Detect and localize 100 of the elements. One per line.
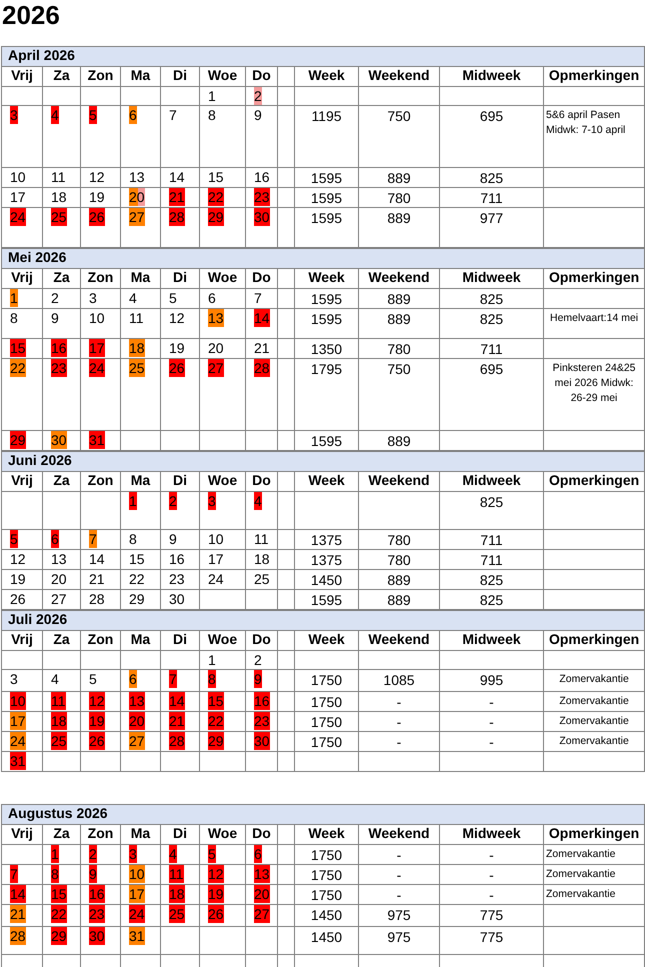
column-header: Do — [252, 270, 271, 285]
column-header: Weekend — [368, 68, 430, 83]
column-header: Opmerkingen — [548, 68, 640, 83]
weekend-price: 889 — [387, 571, 411, 588]
column-header: Opmerkingen — [548, 472, 640, 488]
day-number: 16 — [254, 692, 270, 710]
week-price: 1595 — [310, 209, 342, 227]
day-number: 6 — [51, 530, 59, 548]
day-number: 23 — [89, 906, 105, 923]
midweek-price: 825 — [480, 290, 504, 308]
midweek-price: - — [489, 693, 494, 710]
column-header: Vrij — [11, 472, 33, 488]
day-number: 17 — [208, 550, 224, 568]
month-heading: Juli 2026 — [8, 612, 68, 627]
day-number: 29 — [129, 590, 145, 608]
day-number: 14 — [89, 550, 105, 568]
day-number: 1 — [129, 492, 137, 510]
column-header: Vrij — [11, 270, 33, 285]
column-header: Weekend — [368, 632, 430, 647]
column-header: Za — [53, 472, 70, 488]
day-number: 23 — [254, 712, 270, 730]
column-header: Zon — [88, 826, 114, 841]
week-price: 1595 — [310, 591, 342, 608]
day-number: 28 — [169, 208, 185, 226]
remark-text: Zomervakantie — [558, 672, 630, 687]
day-number: 3 — [208, 492, 216, 510]
day-number: 5 — [89, 670, 97, 688]
day-number: 24 — [208, 570, 224, 588]
day-number: 17 — [10, 188, 26, 206]
day-number: 3 — [10, 670, 18, 688]
remark-text: Zomervakantie — [545, 887, 616, 902]
day-number: 8 — [51, 866, 59, 883]
day-number: 25 — [51, 208, 67, 226]
midweek-price: 825 — [480, 310, 504, 328]
day-number: 16 — [254, 168, 270, 186]
day-number: 9 — [254, 670, 262, 688]
weekend-price: - — [396, 846, 402, 864]
day-number: 29 — [208, 208, 224, 226]
day-number: 29 — [208, 732, 224, 750]
day-number: 9 — [51, 310, 59, 327]
weekend-price: 1085 — [383, 671, 415, 689]
day-number: 1 — [208, 88, 216, 104]
column-header: Do — [252, 68, 271, 83]
midweek-price: 775 — [480, 906, 504, 924]
column-header: Vrij — [11, 68, 33, 83]
day-number: 24 — [10, 208, 26, 226]
day-number: 5 — [208, 846, 216, 863]
day-number: 27 — [129, 732, 145, 750]
column-header: Opmerkingen — [548, 632, 640, 647]
day-number: 18 — [129, 340, 145, 357]
column-header: Week — [308, 270, 345, 285]
weekend-price: 889 — [387, 290, 411, 308]
column-header: Midweek — [462, 270, 521, 285]
day-number: 19 — [89, 188, 105, 206]
weekend-price: 780 — [387, 189, 411, 206]
day-number: 15 — [208, 692, 224, 710]
day-number: 17 — [129, 886, 145, 903]
day-number: 4 — [129, 290, 137, 307]
page-title: 2026 — [2, 0, 60, 31]
week-price: 1595 — [310, 189, 342, 206]
day-number: 21 — [254, 340, 270, 357]
day-number: 25 — [129, 360, 145, 377]
midweek-price: - — [489, 713, 494, 730]
weekend-price: - — [396, 713, 402, 730]
remark-text: Zomervakantie — [558, 714, 630, 729]
remark-text: Zomervakantie — [558, 694, 630, 709]
day-number: 9 — [89, 866, 97, 883]
week-price: 1195 — [311, 107, 342, 125]
week-price: 1375 — [310, 551, 342, 568]
day-number: 24 — [10, 732, 26, 750]
day-number: 8 — [10, 310, 18, 327]
day-number: 13 — [51, 550, 67, 568]
day-number: 13 — [129, 692, 145, 710]
day-number: 3 — [10, 106, 18, 124]
column-header: Ma — [130, 270, 150, 285]
column-header: Zon — [88, 270, 114, 285]
midweek-price: - — [489, 866, 494, 884]
day-number: 8 — [208, 670, 216, 688]
column-header: Za — [53, 270, 70, 285]
day-number: 21 — [89, 570, 105, 588]
week-price: 1750 — [310, 693, 342, 710]
week-price: 1750 — [310, 713, 342, 730]
midweek-price: 695 — [480, 107, 504, 125]
week-price: 1750 — [310, 671, 342, 689]
week-price: 1750 — [310, 886, 342, 904]
day-number: 11 — [51, 168, 66, 186]
day-number: 11 — [254, 530, 269, 548]
column-header: Woe — [208, 270, 238, 285]
column-header: Do — [252, 632, 271, 647]
day-number: 12 — [10, 550, 26, 568]
midweek-price: 711 — [480, 189, 503, 206]
day-number: 21 — [10, 906, 26, 923]
day-number: 26 — [10, 590, 26, 608]
day-number: 19 — [169, 340, 185, 357]
day-number: 7 — [89, 530, 97, 548]
weekend-price: 889 — [387, 169, 411, 186]
column-header: Za — [53, 826, 70, 841]
midweek-price: 825 — [480, 571, 504, 588]
day-number: 10 — [10, 168, 26, 186]
column-header: Midweek — [462, 68, 521, 83]
